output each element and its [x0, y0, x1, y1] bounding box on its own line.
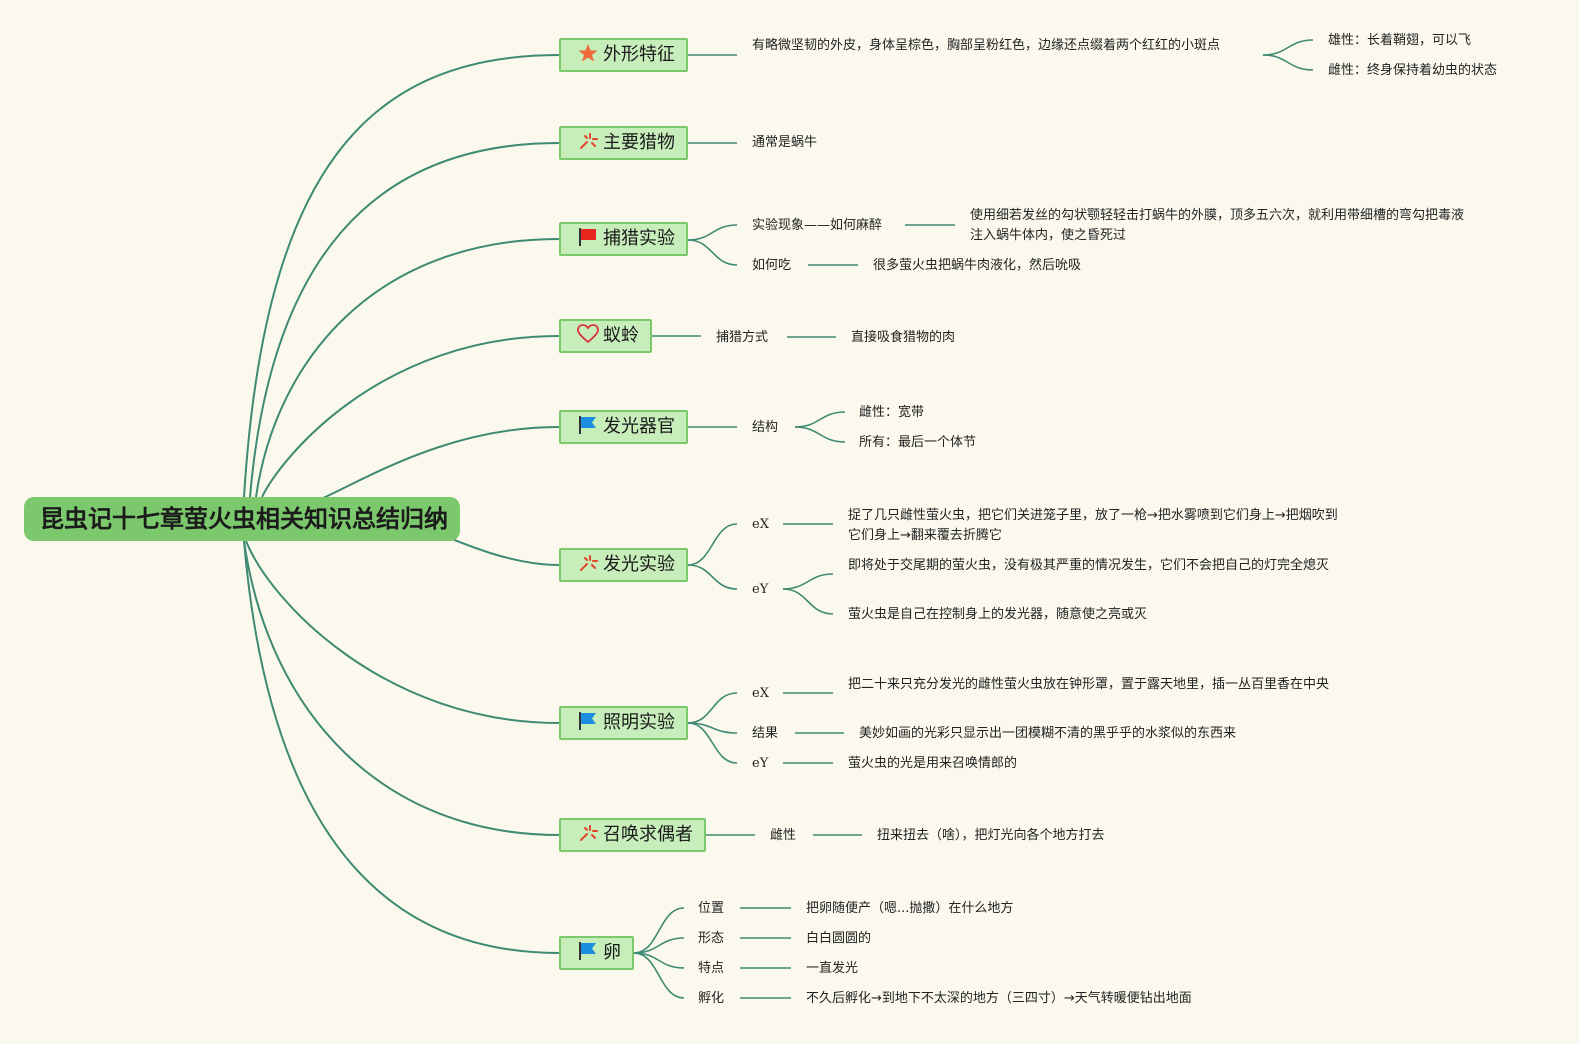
connector-line	[243, 54, 560, 498]
sparkle-icon	[577, 131, 599, 151]
connector-line	[794, 411, 846, 428]
topic-label: 发光实验	[603, 554, 675, 575]
topic-label: 卵	[603, 942, 621, 963]
lighting-result-detail: 美妙如画的光彩只显示出一团模糊不清的黑乎乎的水浆似的东西来	[859, 726, 1237, 741]
connector-line	[687, 722, 738, 764]
connector-line	[782, 588, 834, 615]
lighting-ex-label: eX	[752, 686, 769, 701]
connector-line	[255, 238, 560, 498]
egg-hatch-detail: 不久后孵化→到地下不太深的地方（三四寸）→天气转暖便钻出地面	[806, 991, 1192, 1006]
connector-line	[243, 540, 560, 836]
topic-glow-experiment[interactable]: 发光实验	[559, 548, 688, 582]
topic-hunting-experiment[interactable]: 捕猎实验	[559, 222, 688, 256]
glow-ex-label: eX	[752, 517, 769, 532]
topic-lighting-experiment[interactable]: 照明实验	[559, 706, 688, 740]
summon-female-label: 雌性	[770, 828, 797, 843]
hunting-eat-detail: 很多萤火虫把蜗牛肉液化，然后吮吸	[873, 258, 1082, 273]
hunting-phenomenon-detail: 使用细若发丝的勾状颚轻轻击打蜗牛的外膜，顶多五六次，就利用带细槽的弯勾把毒液注入…	[970, 208, 1465, 243]
topic-light-organ[interactable]: 发光器官	[559, 410, 688, 444]
blue-flag-icon	[577, 415, 599, 435]
connector-line	[687, 692, 738, 724]
egg-feature-label: 特点	[698, 961, 725, 976]
glow-ey-detail-2: 萤火虫是自己在控制身上的发光器，随意使之亮或灭	[848, 607, 1148, 622]
heart-icon	[577, 324, 599, 344]
lighting-ex-detail: 把二十来只充分发光的雌性萤火虫放在钟形罩，置于露天地里，插一丛百里香在中央	[848, 677, 1330, 692]
topic-label: 捕猎实验	[603, 228, 675, 249]
connector-line	[245, 540, 560, 724]
appearance-male: 雄性：长着鞘翅，可以飞	[1328, 33, 1472, 48]
topic-label: 照明实验	[603, 712, 675, 733]
lighting-ey-detail: 萤火虫的光是用来召唤情郎的	[848, 756, 1018, 771]
egg-shape-detail: 白白圆圆的	[806, 931, 872, 946]
topic-label: 外形特征	[603, 44, 675, 65]
appearance-female: 雌性：终身保持着幼虫的状态	[1328, 63, 1498, 78]
hunting-eat-label: 如何吃	[752, 258, 792, 273]
glow-ex-detail: 捉了几只雌性萤火虫，把它们关进笼子里，放了一枪→把水雾喷到它们身上→把烟吹到它们…	[848, 508, 1338, 543]
connector-line	[687, 239, 738, 266]
connector-line	[687, 224, 738, 241]
light-organ-all: 所有：最后一个体节	[859, 435, 977, 450]
red-flag-icon	[577, 227, 599, 247]
lighting-result-label: 结果	[752, 726, 779, 741]
egg-hatch-label: 孵化	[698, 991, 725, 1006]
blue-flag-icon	[577, 711, 599, 731]
egg-feature-detail: 一直发光	[806, 961, 859, 976]
connector-line	[687, 523, 738, 566]
sparkle-icon	[577, 823, 599, 843]
connector-line	[794, 426, 846, 443]
light-organ-female: 雌性：宽带	[859, 405, 925, 420]
glow-ey-label: eY	[752, 582, 769, 597]
antlion-hunting-label: 捕猎方式	[716, 330, 769, 345]
topic-label: 蚁蛉	[603, 325, 639, 346]
topic-egg[interactable]: 卵	[559, 936, 634, 970]
sparkle-icon	[577, 553, 599, 573]
topic-antlion[interactable]: 蚁蛉	[559, 319, 652, 353]
summon-female-detail: 扭来扭去（啥），把灯光向各个地方打去	[877, 828, 1105, 843]
star-icon	[577, 43, 599, 63]
glow-ey-detail-1: 即将处于交尾期的萤火虫，没有极其严重的情况发生，它们不会把自己的灯完全熄灭	[848, 558, 1330, 573]
connector-line	[782, 573, 834, 590]
blue-flag-icon	[577, 941, 599, 961]
topic-label: 召唤求偶者	[603, 824, 693, 845]
connector-line	[687, 564, 738, 590]
topic-summon-mate[interactable]: 召唤求偶者	[559, 818, 706, 852]
topic-main-prey[interactable]: 主要猎物	[559, 126, 688, 160]
topic-appearance[interactable]: 外形特征	[559, 38, 688, 72]
connector-line	[249, 142, 560, 498]
topic-label: 发光器官	[603, 416, 675, 437]
connector-line	[633, 952, 685, 999]
connector-line	[243, 540, 560, 954]
egg-position-detail: 把卵随便产（嗯...抛撒）在什么地方	[806, 901, 1014, 916]
connector-line	[1262, 39, 1314, 56]
egg-position-label: 位置	[698, 901, 725, 916]
appearance-description: 有略微坚韧的外皮，身体呈棕色，胸部呈粉红色，边缘还点缀着两个红红的小斑点	[752, 38, 1221, 53]
main-prey-description: 通常是蜗牛	[752, 135, 818, 150]
antlion-hunting-detail: 直接吸食猎物的肉	[851, 330, 956, 345]
topic-label: 主要猎物	[603, 132, 675, 153]
root-topic[interactable]: 昆虫记十七章萤火虫相关知识总结归纳	[24, 497, 460, 541]
connector-line	[261, 335, 560, 498]
lighting-ey-label: eY	[752, 756, 769, 771]
hunting-phenomenon-label: 实验现象——如何麻醉	[752, 218, 883, 233]
light-organ-structure-label: 结构	[752, 420, 779, 435]
connector-line	[633, 907, 685, 954]
egg-shape-label: 形态	[698, 931, 725, 946]
connector-line	[1262, 54, 1314, 71]
